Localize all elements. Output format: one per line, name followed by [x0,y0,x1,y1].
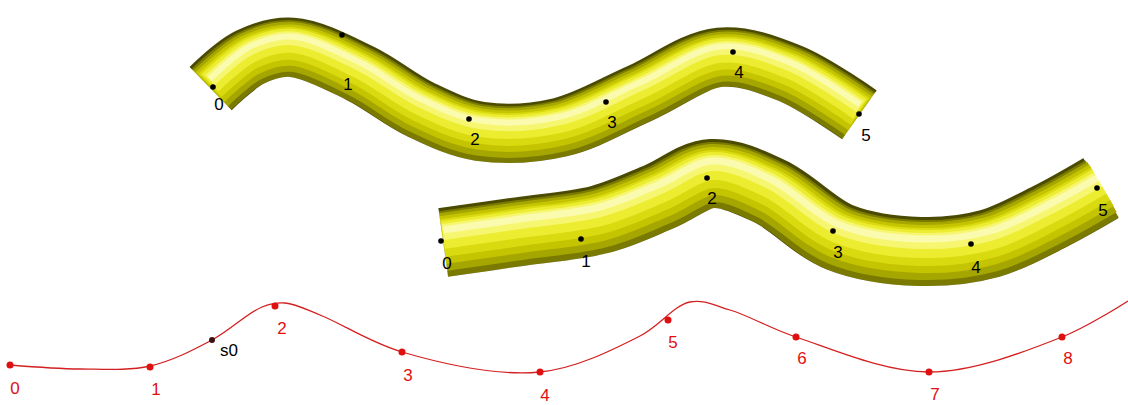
tube-shape [443,161,1102,254]
tube-shading [443,161,1102,239]
point-dot [339,32,345,38]
callout-number: 5 [668,334,677,351]
point-dot [665,317,672,324]
point-dot [7,362,14,369]
point-dot [399,349,406,356]
callout-number: 2 [277,320,286,337]
point-dot [830,228,836,234]
callout-number: 8 [1063,350,1072,367]
callout-number: 0 [10,380,19,397]
callout-number: 3 [607,114,616,131]
point-dot [147,364,154,371]
callout-number: s0 [220,342,238,359]
callout-number: 1 [343,76,352,93]
point-dot [730,49,736,55]
callout-number: 4 [734,64,743,81]
callout-number: 2 [707,190,716,207]
callout-number: 4 [540,387,549,404]
point-dot [1059,334,1066,341]
callout-number: 4 [971,259,980,276]
point-dot [856,111,862,117]
tube-shape [210,36,860,135]
callout-number: 1 [151,381,160,398]
callout-number: 2 [470,131,479,148]
callout-number: 6 [797,350,806,367]
point-dot [438,238,444,244]
point-dot [793,334,800,341]
point-dot [272,303,279,310]
callout-number: 7 [930,386,939,403]
point-dot [968,241,974,247]
callout-number: 0 [214,96,223,113]
spine-curve [10,301,1128,373]
point-dot [1094,185,1100,191]
point-dot [578,236,584,242]
point-dot [704,175,710,181]
callout-number: 0 [442,255,451,272]
point-dot [926,369,933,376]
point-dot [210,84,216,90]
callout-number: 3 [833,244,842,261]
callout-number: 1 [581,253,590,270]
callout-number: 3 [403,367,412,384]
point-marks [7,32,1100,375]
tube-shading [210,36,860,122]
callout-number: 5 [1098,202,1107,219]
point-dot [466,116,472,122]
callout-number: 5 [861,127,870,144]
point-dot [603,99,609,105]
point-dot [537,369,544,376]
point-dot [209,337,215,343]
